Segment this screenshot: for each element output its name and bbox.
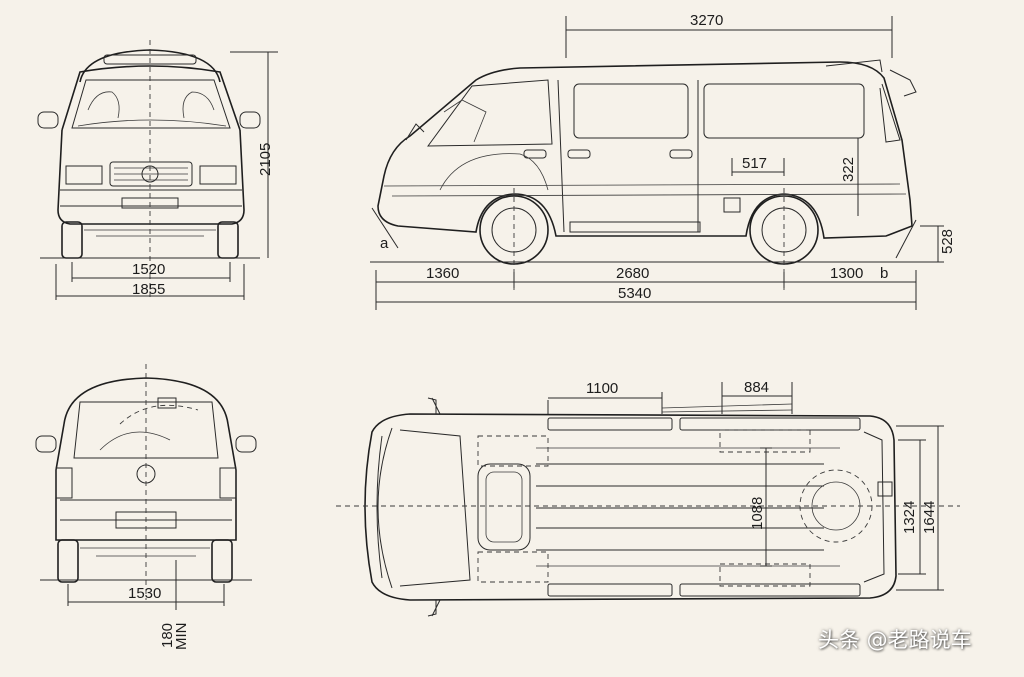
front-track-label: 1520 [132,261,165,278]
side-window-gap-label: 517 [742,155,767,172]
front-height-label: 2105 [257,143,274,176]
approach-angle-label: a [380,235,389,252]
body-width-label: 1644 [921,501,938,534]
overall-length-label: 5340 [618,285,651,302]
side-roof-length-label: 3270 [690,12,723,29]
source-watermark: 头条 @老路说车 [818,628,972,652]
wheelbase-label: 2680 [616,265,649,282]
ground-clearance-label: 180 [159,623,176,648]
side-step-height-label: 528 [939,229,956,254]
side-view: a b 3270 517 322 528 1360 2680 1300 5340 [370,12,956,310]
front-view: 2105 1520 1855 [37,40,278,300]
roof-rail-front-label: 1100 [586,380,618,397]
roof-rail-rear-label: 884 [744,379,769,396]
inner-width-label: 1324 [901,501,918,534]
rear-overhang-label: 1300 [830,265,863,282]
rear-view: 1530 180 MIN [35,364,257,651]
cargo-width-label: 1088 [749,497,766,530]
side-window-height-label: 322 [840,157,857,182]
ground-clearance-suffix: MIN [173,623,190,651]
front-width-label: 1855 [132,281,165,298]
top-view: 1100 884 1088 1324 1644 [336,379,960,617]
departure-angle-label: b [880,265,888,282]
front-overhang-label: 1360 [426,265,459,282]
rear-track-label: 1530 [128,585,161,602]
